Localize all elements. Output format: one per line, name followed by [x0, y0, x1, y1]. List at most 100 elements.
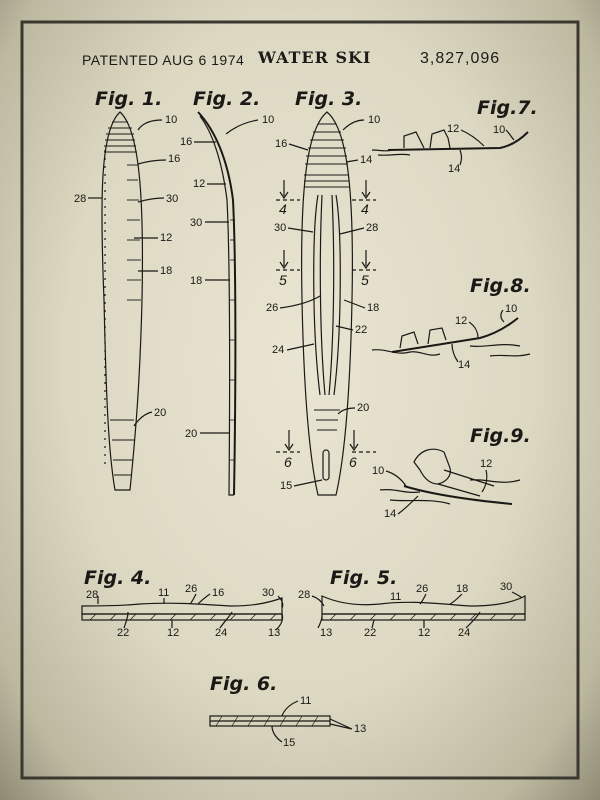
fig5-ref-12: 12	[418, 627, 430, 639]
fig3-ref-26: 26	[266, 302, 278, 314]
fig7-label: Fig.7.	[477, 97, 538, 119]
fig6-leader-13	[329, 718, 353, 730]
fig5-leaders	[311, 591, 523, 629]
fig3-ref-18: 18	[367, 302, 379, 314]
fig2-leader-10	[225, 119, 259, 135]
fig3-leader-18	[343, 299, 366, 309]
fig9-foot	[413, 448, 451, 485]
fig4-base-layer	[81, 613, 283, 621]
fig1-ref-12: 12	[160, 232, 172, 244]
fig6-ref-15: 15	[283, 737, 295, 749]
fig4-ref-26: 26	[185, 583, 197, 595]
fig5-ref-24: 24	[458, 627, 470, 639]
fig4-ref-11: 11	[158, 587, 169, 599]
fig2-ref-30: 30	[190, 217, 202, 229]
fig1-ref-20: 20	[154, 407, 166, 419]
fig8-ski	[391, 317, 519, 353]
fig4-ref-16: 16	[212, 587, 224, 599]
fig9-ref-10: 10	[372, 465, 384, 477]
fig1-ski-outline	[101, 111, 144, 491]
fig1-label: Fig. 1.	[95, 88, 162, 110]
fig5-ref-11: 11	[390, 591, 401, 603]
fig4-hatch	[89, 613, 277, 621]
fig1-ref-10: 10	[165, 114, 177, 126]
fig5-ref-30: 30	[500, 581, 512, 593]
fig3-leader-22	[335, 325, 354, 331]
fig4-ref-28: 28	[86, 589, 98, 601]
fig3-ref-20: 20	[357, 402, 369, 414]
fig3-fin	[322, 449, 330, 481]
fig7-ski	[387, 131, 529, 151]
fig1-ref-30: 30	[166, 193, 178, 205]
fig3-ref-16: 16	[275, 138, 287, 150]
fig7-leaders	[460, 129, 515, 147]
fig8-ref-10: 10	[505, 303, 517, 315]
fig7-ref-14: 14	[448, 163, 460, 175]
patent-title: WATER SKI	[258, 48, 372, 67]
fig1-ref-28: 28	[74, 193, 86, 205]
fig8-ref-14: 14	[458, 359, 470, 371]
fig1-leader-16	[137, 159, 167, 165]
fig4-ref-13: 13	[268, 627, 280, 639]
fig5-ref-28: 28	[298, 589, 310, 601]
fig3-ref-28: 28	[366, 222, 378, 234]
fig5-ref-13: 13	[320, 627, 332, 639]
fig3-section-markers	[276, 180, 376, 453]
fig3-leader-10	[342, 119, 365, 131]
fig3-ref-30: 30	[274, 222, 286, 234]
fig6-leader-15	[271, 725, 283, 743]
fig7-bindings	[403, 129, 451, 149]
fig6-ref-13: 13	[354, 723, 366, 735]
fig7-ref-10: 10	[493, 124, 505, 136]
fig3-section-4-right: 4	[361, 201, 369, 217]
fig3-ski-outline	[300, 111, 354, 496]
fig2-ski-profile	[197, 111, 237, 496]
fig8-ref-12: 12	[455, 315, 467, 327]
fig3-ref-15: 15	[280, 480, 292, 492]
fig6-leader-11	[281, 700, 299, 717]
fig4-leaders	[97, 593, 284, 631]
fig9-ref-14: 14	[384, 508, 396, 520]
fig3-leader-24	[286, 343, 315, 351]
fig3-ref-10: 10	[368, 114, 380, 126]
fig3-section-5-left: 5	[279, 272, 287, 288]
fig6-hatch	[215, 715, 319, 727]
fig3-ref-24: 24	[272, 344, 284, 356]
fig3-ref-14: 14	[360, 154, 372, 166]
fig8-leaders	[468, 309, 505, 339]
fig9-leader-12	[481, 469, 488, 493]
fig4-ref-12: 12	[167, 627, 179, 639]
fig3-hatching	[304, 123, 349, 431]
patent-number: 3,827,096	[420, 50, 501, 67]
fig2-ref-16: 16	[180, 136, 192, 148]
fig4-ref-30: 30	[262, 587, 274, 599]
fig8-label: Fig.8.	[470, 275, 531, 297]
sheet-border	[20, 20, 580, 780]
fig3-leader-14	[345, 159, 359, 163]
fig7-leader-14	[459, 149, 463, 166]
fig3-section-5-right: 5	[361, 272, 369, 288]
fig3-leader-16	[288, 143, 309, 151]
fig3-leader-26	[279, 295, 321, 309]
fig3-channel-inner	[319, 194, 335, 396]
fig2-label: Fig. 2.	[193, 88, 260, 110]
fig1-ref-18: 18	[160, 265, 172, 277]
fig3-ref-22: 22	[355, 324, 367, 336]
fig3-channel-right	[333, 194, 341, 396]
fig3-leader-20	[337, 407, 356, 415]
fig2-ref-20: 20	[185, 428, 197, 440]
fig9-label: Fig.9.	[470, 425, 531, 447]
fig8-water	[371, 343, 531, 357]
fig3-leader-30	[287, 227, 314, 233]
fig9-ref-12: 12	[480, 458, 492, 470]
fig1-leader-30	[137, 197, 165, 203]
fig8-leader-14	[451, 343, 459, 363]
fig7-ref-12: 12	[447, 123, 459, 135]
fig1-ref-16: 16	[168, 153, 180, 165]
fig4-ref-22: 22	[117, 627, 129, 639]
fig5-ref-22: 22	[364, 627, 376, 639]
fig2-ref-18: 18	[190, 275, 202, 287]
fig3-label: Fig. 3.	[295, 88, 362, 110]
